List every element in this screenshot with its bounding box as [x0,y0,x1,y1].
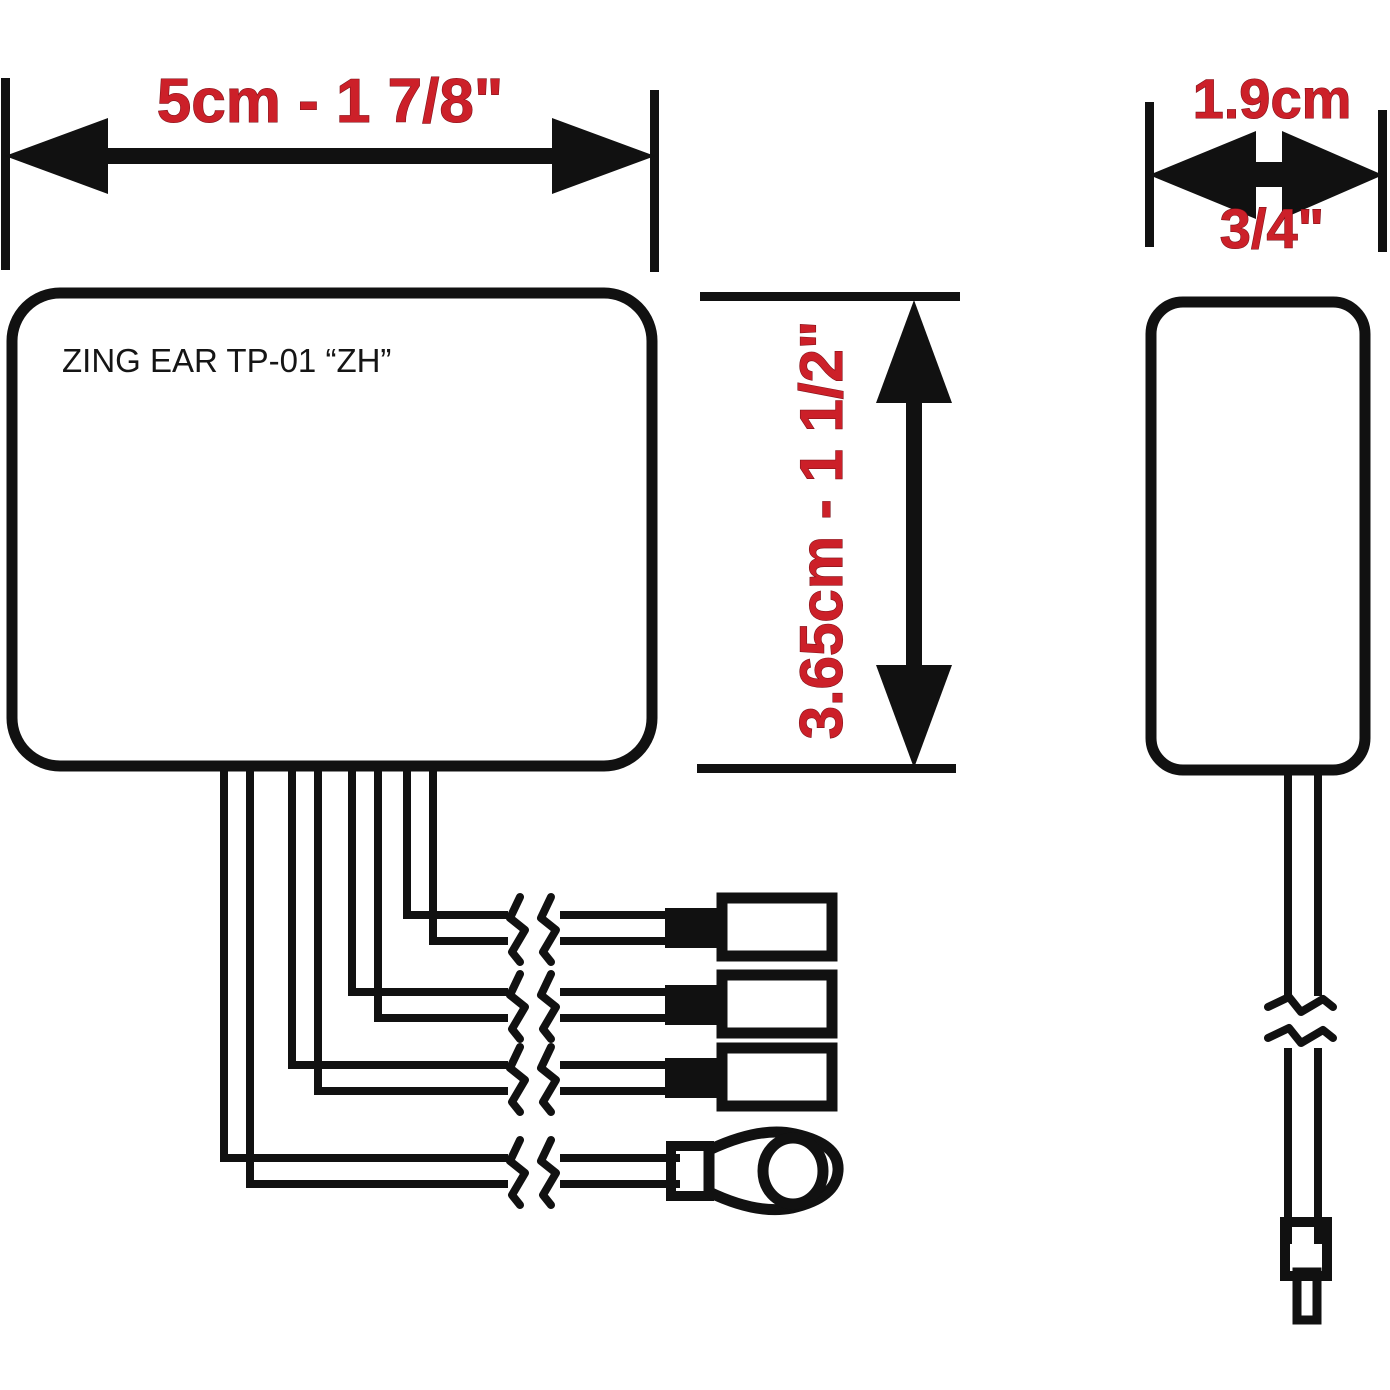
device-body-front [6,287,658,772]
side-cable [1264,768,1337,1325]
wire-1 [403,766,838,966]
wire-break-zig-2 [537,970,560,1043]
ring-terminal-4 [666,1126,844,1216]
wire-break-zig-1 [1264,993,1337,1016]
wire-break-icon [506,1043,560,1116]
wire-break-zig-1 [506,1043,529,1116]
device-body-side [1145,296,1371,776]
arrow-left-icon [1149,131,1256,219]
wire-2-inner [374,766,690,1022]
wire-break-zig-2 [537,893,560,966]
wire-break-zig-1 [506,893,529,966]
depth-imperial-label: 3/4" [1220,197,1324,260]
wire-1-inner [429,766,690,945]
depth-extension-line-left [1145,102,1154,247]
depth-metric-label: 1.9cm [1193,67,1352,130]
wire-2-outer [348,766,690,996]
spade-terminal-2 [665,969,838,1039]
spade-terminal-1-blade [716,892,838,962]
width-dimension-group: 5cm - 1 7/8" [1,66,659,272]
side-cable-tip [1292,1267,1322,1325]
spade-terminal-2-blade [716,969,838,1039]
arrow-down-icon [876,665,952,768]
wire-break-zig-2 [537,1136,560,1209]
wire-4 [220,766,844,1216]
side-view [1145,296,1371,1325]
wire-break-zig-2 [537,1043,560,1116]
height-extension-line-bottom [697,764,956,773]
depth-dimension-group: 1.9cm 3/4" [1145,66,1387,261]
wire-break-zig-2 [1264,1024,1337,1047]
wire-break-zig-1 [506,970,529,1043]
product-label: ZING EAR TP-01 “ZH” [62,342,391,379]
arrow-right-icon [1282,131,1383,219]
wire-3 [288,766,838,1116]
height-extension-line-top [700,292,960,301]
wire-3-inner [314,766,690,1095]
arrow-left-icon [5,118,108,194]
spade-terminal-3 [665,1042,838,1112]
wire-1-outer [403,766,690,919]
spade-terminal-3-blade [716,1042,838,1112]
arrow-up-icon [876,300,952,403]
spade-terminal-1 [665,892,838,962]
height-dimension-label: 3.65cm - 1 1/2" [788,321,855,740]
width-extension-line-right [650,90,659,272]
wire-2 [348,766,838,1043]
wire-break-icon [506,1136,560,1209]
width-extension-line-left [1,78,10,270]
wire-break-icon [1264,993,1337,1048]
height-dimension-shaft [906,350,922,716]
ring-terminal-hole [757,1132,829,1210]
height-dimension-group: 3.65cm - 1 1/2" [697,292,960,773]
arrow-right-icon [552,118,655,194]
front-view: ZING EAR TP-01 “ZH” [6,287,844,1216]
ring-terminal-tongue [703,1126,844,1216]
width-dimension-label: 5cm - 1 7/8" [157,67,503,136]
wire-break-icon [506,970,560,1043]
depth-extension-line-right [1378,110,1387,252]
wire-break-icon [506,893,560,966]
width-dimension-shaft [55,148,600,164]
wire-break-zig-1 [506,1136,529,1209]
